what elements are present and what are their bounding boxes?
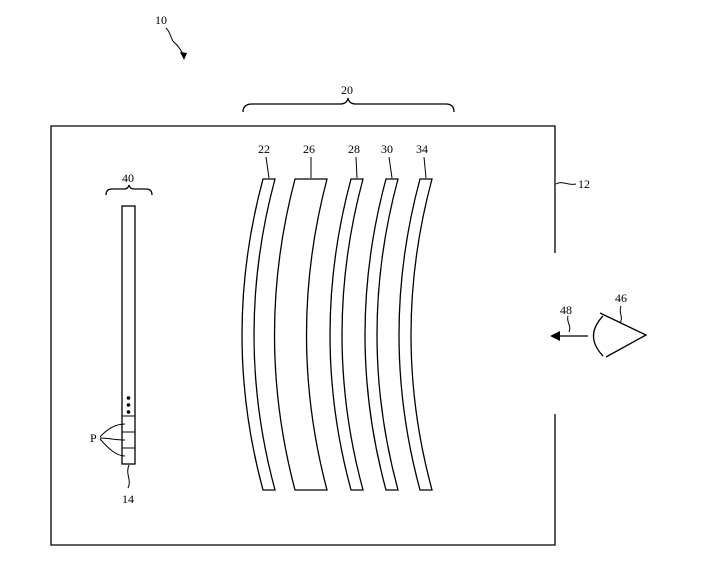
system-leader [165, 27, 185, 57]
label-layer-34: 34 [416, 142, 428, 156]
label-optics: 20 [341, 83, 353, 97]
housing-outline [50, 125, 556, 546]
pixel-leader [99, 423, 126, 438]
label-layer-22: 22 [258, 142, 270, 156]
lens-layer-26 [273, 178, 328, 491]
label-panel: 40 [122, 171, 134, 185]
housing-leader [555, 182, 577, 185]
direction-leader [567, 315, 571, 333]
label-layer-30: 30 [381, 142, 393, 156]
system-arrowhead [180, 52, 187, 60]
leader-28 [355, 156, 358, 179]
leader-30 [388, 156, 393, 179]
ellipsis-dot [126, 410, 131, 414]
eye-icon [592, 312, 648, 358]
ellipsis-dot [126, 403, 131, 407]
label-eye: 46 [615, 291, 627, 305]
label-housing: 12 [578, 177, 590, 191]
pixel-leader [99, 437, 126, 441]
label-system: 10 [155, 13, 167, 27]
lens-layer-28 [329, 178, 364, 491]
label-layer-28: 28 [348, 142, 360, 156]
label-direction: 48 [560, 303, 572, 317]
optics-brace [242, 97, 455, 113]
leader-22 [265, 156, 270, 179]
pixel-leader [99, 438, 126, 457]
lens-layer-34 [398, 178, 433, 491]
label-layer-26: 26 [303, 142, 315, 156]
label-pixels: P [90, 431, 97, 445]
leader-34 [423, 156, 427, 179]
eye-leader [619, 305, 622, 324]
lens-layer-22 [241, 178, 276, 491]
label-display: 14 [122, 492, 134, 506]
ellipsis-dot [126, 396, 131, 400]
lens-layer-30 [364, 178, 399, 491]
panel-brace [105, 184, 153, 196]
display-panel [121, 205, 136, 465]
direction-arrowhead [550, 331, 560, 341]
display-leader [127, 464, 130, 489]
